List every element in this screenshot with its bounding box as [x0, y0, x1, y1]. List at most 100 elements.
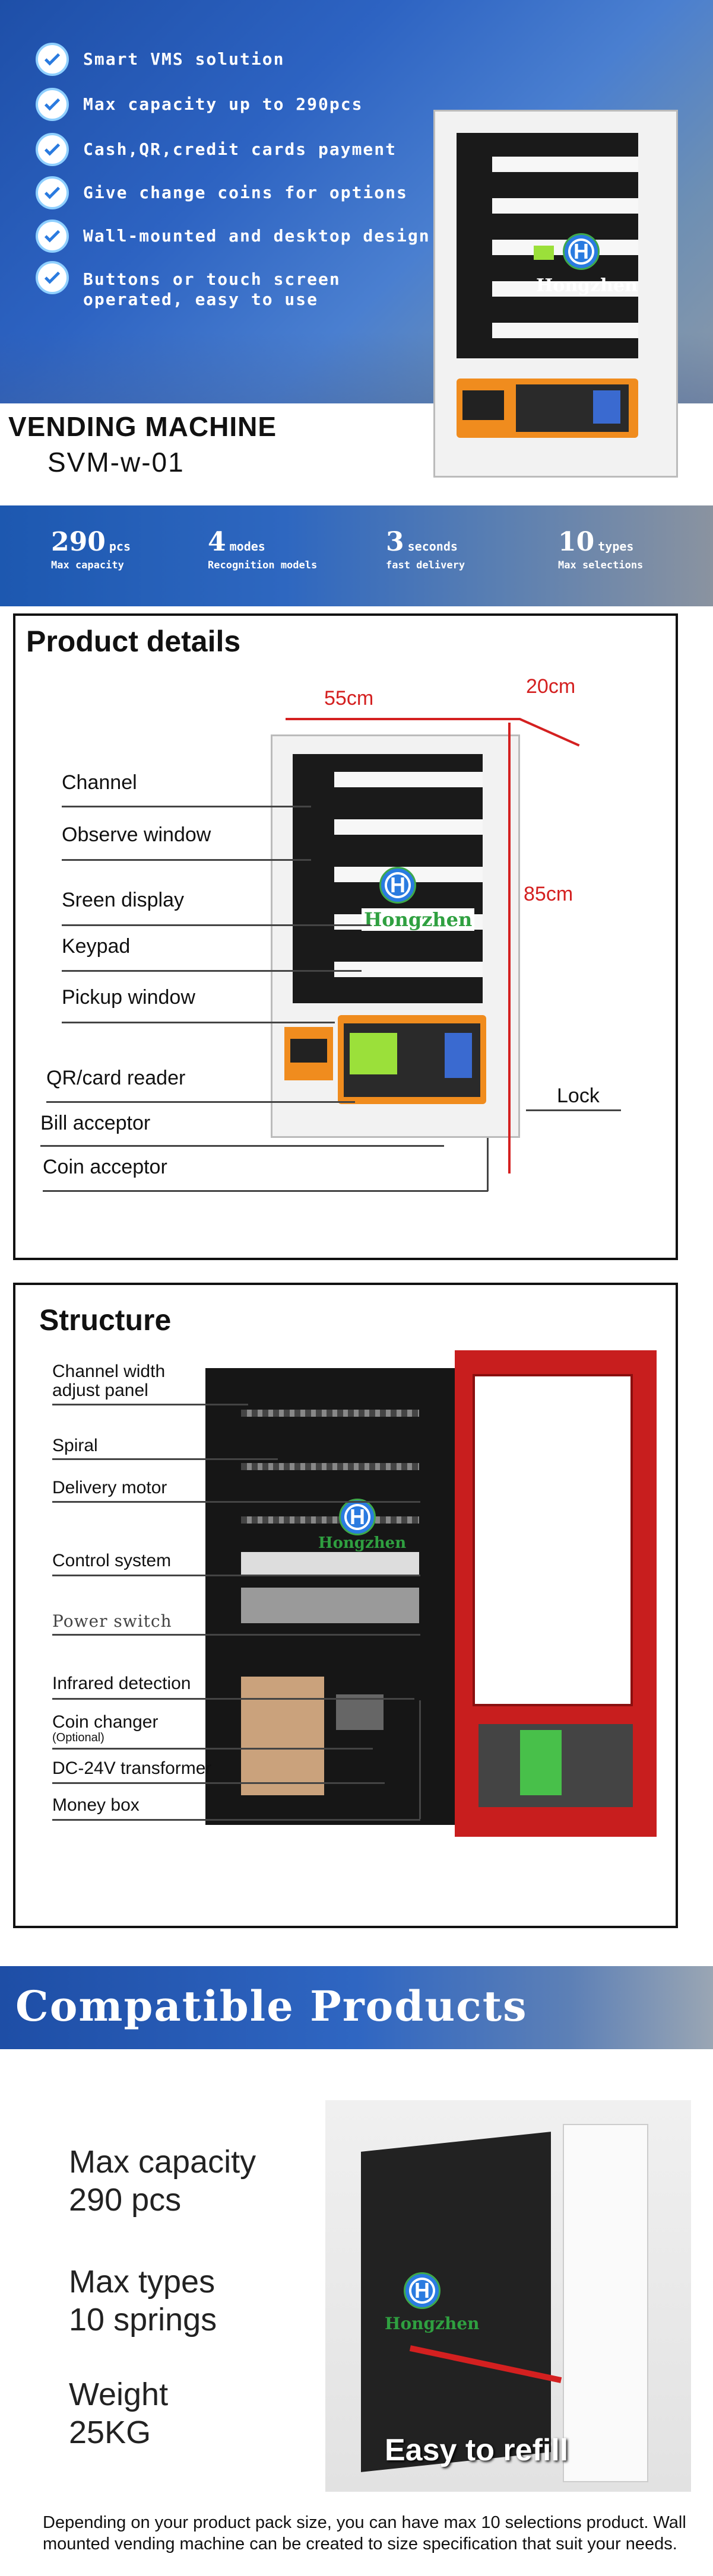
leader-line — [43, 1190, 488, 1192]
stat-unit: modes — [229, 539, 265, 554]
label-money-box: Money box — [52, 1795, 140, 1815]
product-details-panel: Product details H Hongzhen 55cm 20cm 85c… — [13, 613, 678, 1260]
spec-item: Max types 10 springs — [69, 2263, 217, 2339]
open-door — [455, 1350, 657, 1837]
spec-label: Max capacity — [69, 2144, 256, 2180]
check-icon — [36, 88, 69, 121]
label-spiral: Spiral — [52, 1436, 98, 1455]
hongzhen-logo-icon: H — [404, 2272, 441, 2309]
spec-value: 25KG — [69, 2415, 151, 2450]
stat-unit: seconds — [407, 539, 458, 554]
vending-machine-image: H Hongzhen — [433, 110, 678, 478]
compatible-note: Depending on your product pack size, you… — [43, 2513, 686, 2553]
section-title: Structure — [39, 1303, 172, 1337]
dimension-width: 55cm — [324, 687, 374, 710]
machine-diagram: H Hongzhen — [271, 734, 520, 1138]
feature-item: Give change coins for options — [36, 175, 463, 211]
spec-value: 290 pcs — [69, 2182, 182, 2218]
feature-item: Cash,QR,credit cards payment — [36, 132, 463, 167]
spec-value: 10 springs — [69, 2302, 217, 2338]
leader-line — [62, 1022, 335, 1023]
leader-line — [52, 1404, 248, 1405]
stat-label: fast delivery — [386, 559, 465, 571]
dimension-height-line — [508, 723, 511, 1173]
label-screen-display: Sreen display — [62, 889, 185, 911]
stat-label: Max selections — [558, 559, 644, 571]
leader-line — [52, 1458, 278, 1460]
spec-item: Weight 25KG — [69, 2375, 168, 2451]
leader-line — [526, 1109, 621, 1111]
label-qr-reader: QR/card reader — [46, 1067, 186, 1089]
hongzhen-logo-icon: H — [563, 233, 600, 270]
spec-label: Weight — [69, 2377, 169, 2412]
compatible-banner — [0, 1966, 713, 2049]
label-observe-window: Observe window — [62, 823, 211, 846]
label-power-switch: Power switch — [52, 1611, 172, 1631]
feature-item: Smart VMS solution — [36, 42, 463, 77]
leader-line — [62, 859, 311, 861]
leader-line — [62, 970, 362, 972]
leader-line — [419, 1700, 421, 1819]
check-icon — [36, 43, 69, 76]
brand-label: Hongzhen — [385, 2314, 480, 2333]
hero-model: SVM-w-01 — [47, 447, 185, 478]
label-coin-acceptor: Coin acceptor — [43, 1156, 167, 1178]
payment-panel — [338, 1015, 486, 1104]
refill-label: Easy to refill — [385, 2433, 569, 2467]
label-optional: (Optional) — [52, 1731, 104, 1744]
brand-label: Hongzhen — [318, 1534, 407, 1552]
feature-item: Max capacity up to 290pcs — [36, 87, 463, 122]
label-coin-changer: Coin changer — [52, 1712, 159, 1732]
label-keypad: Keypad — [62, 935, 131, 958]
feature-text: Cash,QR,credit cards payment — [83, 139, 397, 159]
section-title: Product details — [26, 625, 241, 658]
feature-item: Buttons or touch screen operated, easy t… — [36, 261, 463, 318]
dimension-width-line — [286, 718, 520, 720]
machine-window — [293, 754, 483, 1003]
feature-text: Smart VMS solution — [83, 49, 285, 69]
feature-text: Buttons or touch screen operated, easy t… — [83, 269, 341, 309]
check-icon — [36, 133, 69, 166]
feature-text: Max capacity up to 290pcs — [83, 94, 363, 114]
label-channel: Channel — [62, 771, 137, 794]
label-infrared-detection: Infrared detection — [52, 1674, 191, 1693]
dimension-depth: 20cm — [526, 675, 576, 698]
leader-line — [52, 1782, 385, 1784]
brand-label: Hongzhen — [536, 275, 638, 296]
label-lock: Lock — [557, 1085, 600, 1107]
stat-value: 10 — [558, 527, 595, 557]
feature-text: Wall-mounted and desktop design — [83, 226, 430, 246]
feature-item: Wall-mounted and desktop design — [36, 218, 463, 254]
stat-unit: pcs — [109, 539, 131, 554]
dimension-depth-line — [519, 718, 580, 747]
hongzhen-logo-icon: H — [339, 1499, 376, 1535]
leader-line — [52, 1748, 373, 1750]
leader-line — [52, 1819, 420, 1821]
stat-label: Recognition models — [208, 559, 318, 571]
brand-label: Hongzhen — [362, 908, 475, 931]
structure-panel: Structure H Hongzhen Channel width adjus… — [13, 1283, 678, 1928]
leader-line — [487, 1138, 489, 1191]
check-icon — [36, 261, 69, 294]
dimension-height: 85cm — [524, 883, 573, 905]
label-delivery-motor: Delivery motor — [52, 1478, 167, 1497]
feature-text: Give change coins for options — [83, 183, 408, 202]
check-icon — [36, 220, 69, 253]
machine-window — [457, 133, 638, 358]
stat-label: Max capacity — [51, 559, 124, 571]
stat-value: 3 — [386, 527, 404, 557]
leader-line — [62, 806, 311, 807]
leader-line — [46, 1101, 355, 1103]
stat-value: 290 — [51, 527, 106, 557]
leader-line — [62, 924, 370, 926]
label-transformer: DC-24V transformer — [52, 1758, 212, 1778]
leader-line — [40, 1145, 444, 1147]
label-pickup-window: Pickup window — [62, 986, 195, 1009]
leader-line — [52, 1698, 414, 1700]
payment-panel — [457, 379, 638, 438]
leader-line — [52, 1501, 420, 1503]
leader-line — [52, 1575, 420, 1576]
